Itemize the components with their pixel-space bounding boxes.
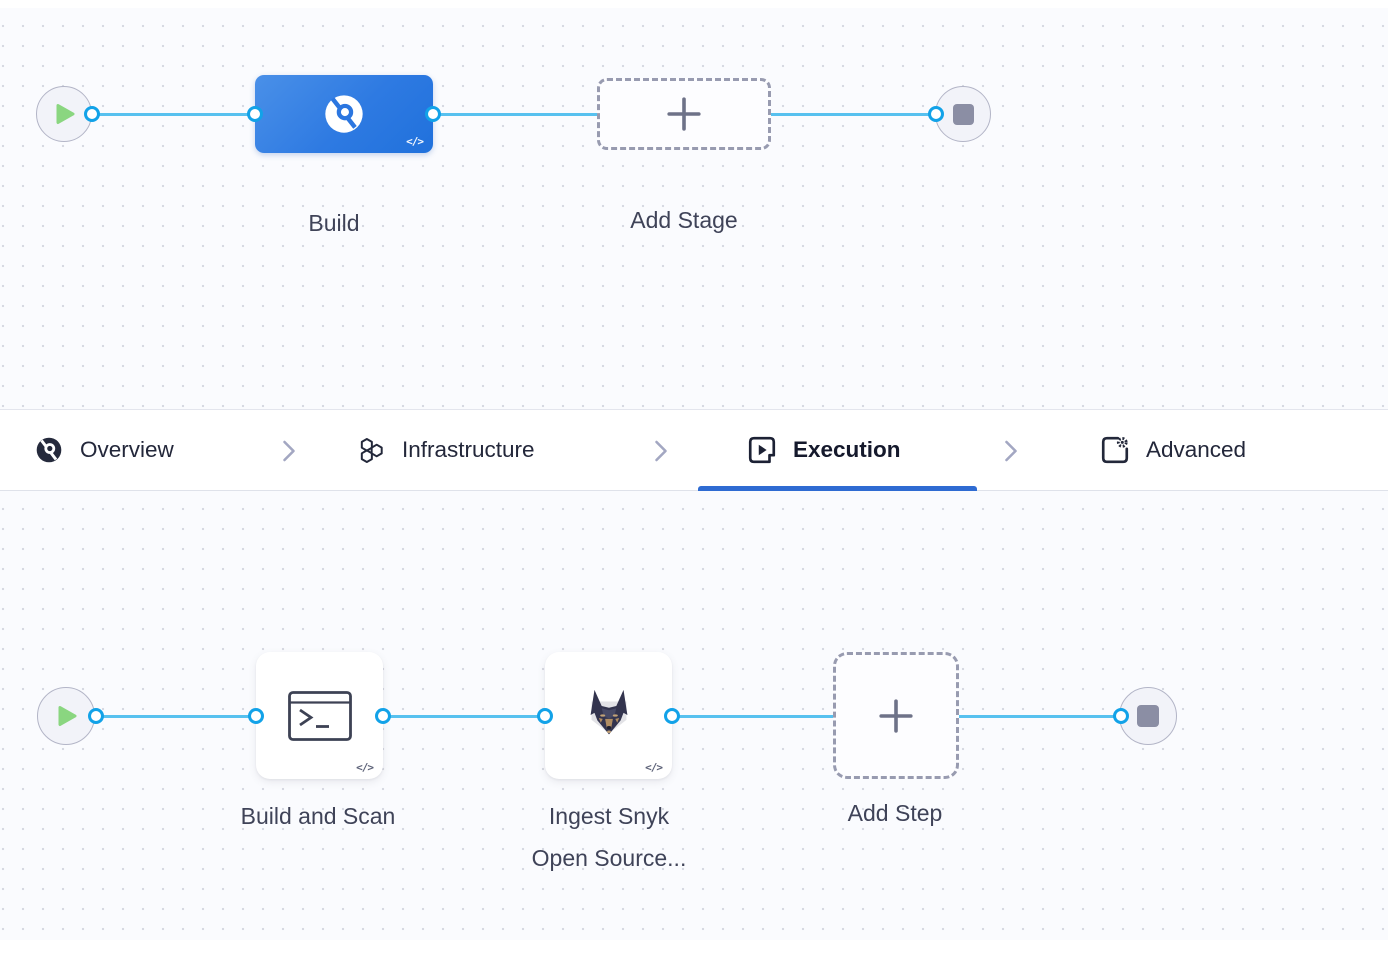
play-icon (56, 104, 75, 124)
bottom-panel-edge (0, 940, 1388, 954)
step-in-connector-dot (537, 708, 553, 724)
chevron-right-icon (1005, 440, 1017, 462)
stage-flow-line (92, 112, 936, 116)
pipeline-end-node (935, 86, 991, 142)
step-out-connector-dot (375, 708, 391, 724)
start-connector-dot (84, 106, 100, 122)
add-step-label: Add Step (847, 800, 943, 826)
ci-overview-icon (36, 437, 62, 463)
add-step-button[interactable] (833, 652, 959, 779)
steps-start-node (37, 687, 95, 745)
steps-end-node (1119, 687, 1177, 745)
step-node-build-and-scan[interactable]: </> (256, 652, 383, 779)
stage-label: Build (308, 210, 360, 236)
tab-infrastructure-label: Infrastructure (402, 437, 535, 462)
tab-overview[interactable]: Overview (34, 410, 174, 490)
terminal-icon (287, 690, 352, 741)
plus-icon (879, 698, 913, 733)
hexagons-icon (360, 437, 383, 463)
stage-out-connector-dot (425, 106, 441, 122)
play-frame-icon (748, 436, 776, 464)
active-tab-underline (698, 486, 977, 491)
stage-in-connector-dot (247, 106, 263, 122)
step-label-line2: Open Source... (531, 845, 687, 871)
end-connector-dot (928, 106, 944, 122)
pipeline-start-node (36, 86, 92, 142)
start-connector-dot (88, 708, 104, 724)
tab-execution[interactable]: Execution (747, 410, 901, 490)
step-out-connector-dot (664, 708, 680, 724)
stop-icon (952, 103, 974, 125)
execution-steps-canvas: </> </> Build and Scan Ingest S (0, 491, 1388, 940)
tab-infrastructure[interactable]: Infrastructure (357, 410, 535, 490)
step-label: Build and Scan (240, 803, 396, 829)
plus-icon (667, 97, 701, 131)
add-stage-button[interactable] (597, 78, 771, 150)
chevron-right-icon (655, 440, 667, 462)
yaml-code-badge: </> (356, 761, 374, 774)
tab-advanced[interactable]: Advanced (1100, 410, 1246, 490)
tab-advanced-label: Advanced (1146, 437, 1247, 462)
tab-overview-label: Overview (80, 437, 174, 462)
harness-ci-icon (325, 95, 363, 133)
stage-config-tab-bar: Overview Infrastructure Execution (0, 409, 1388, 491)
stage-pipeline-canvas: </> Build Add Stage (0, 8, 1388, 409)
end-connector-dot (1113, 708, 1129, 724)
chevron-right-icon (283, 440, 295, 462)
tab-execution-label: Execution (793, 437, 901, 462)
step-label: Ingest Snyk Open Source... (479, 795, 739, 879)
yaml-code-badge: </> (406, 135, 424, 148)
stop-icon (1137, 705, 1159, 727)
step-in-connector-dot (248, 708, 264, 724)
yaml-code-badge: </> (645, 761, 663, 774)
play-icon (58, 706, 77, 726)
gear-frame-icon (1101, 436, 1129, 464)
step-node-ingest-snyk[interactable]: </> (545, 652, 672, 779)
step-label-line1: Ingest Snyk (548, 803, 670, 829)
add-stage-label: Add Stage (630, 207, 738, 233)
stage-node-build[interactable]: </> (255, 75, 433, 153)
snyk-doberman-icon (590, 689, 627, 734)
